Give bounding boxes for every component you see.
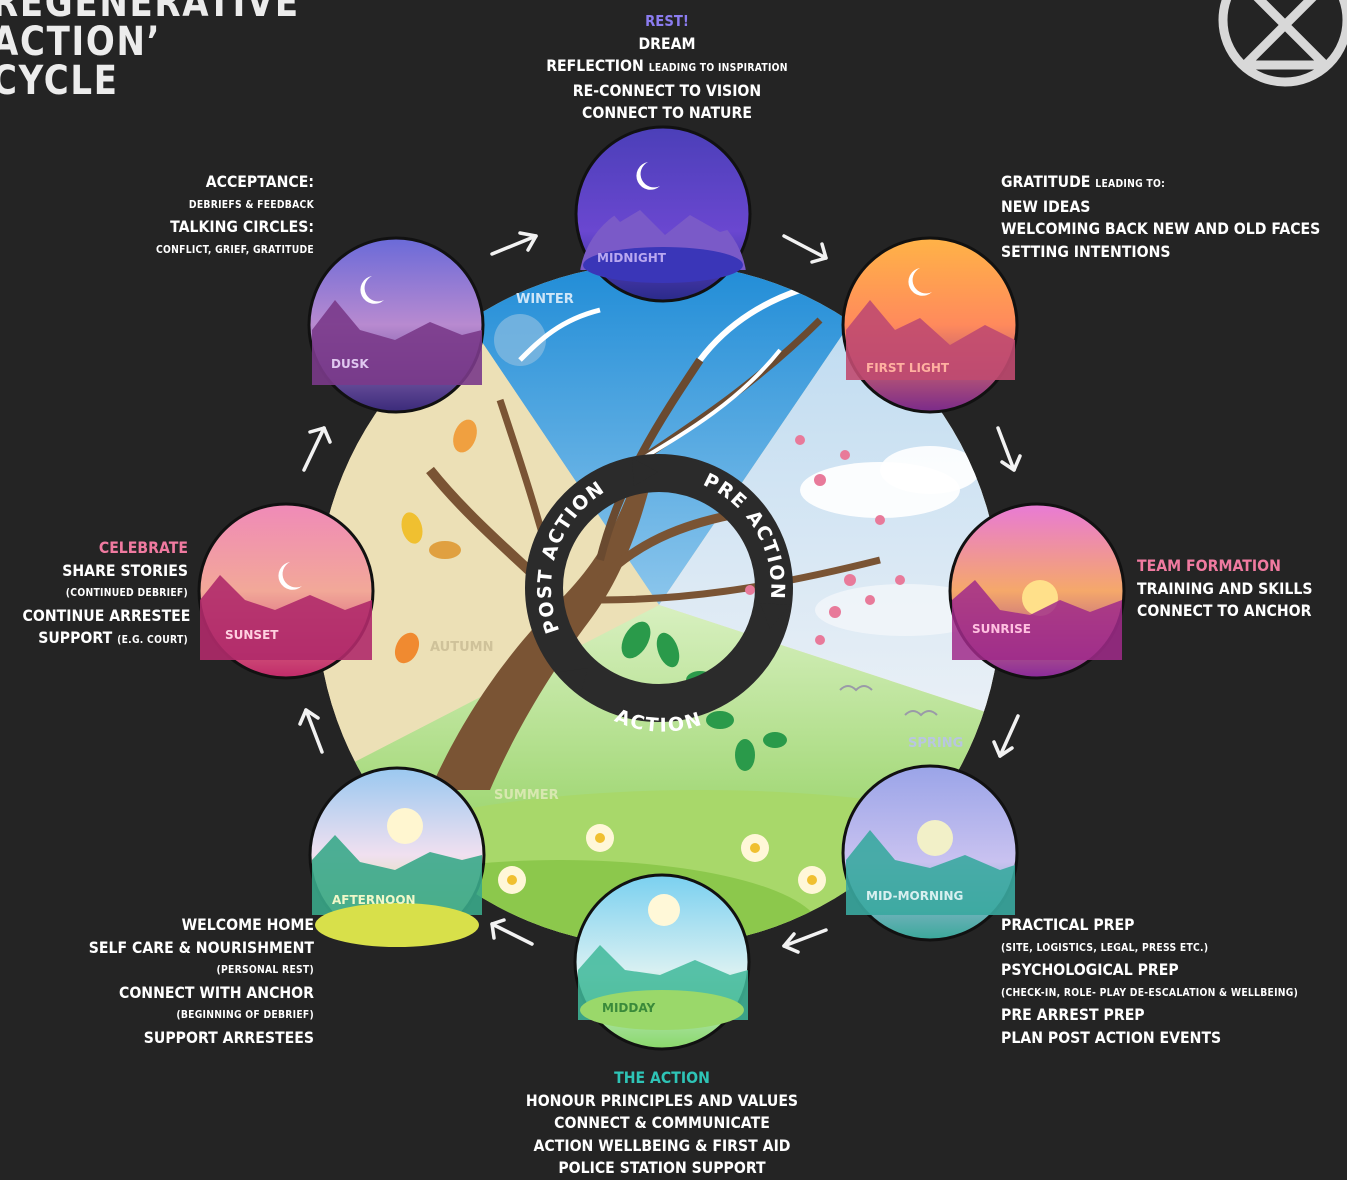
title-line-1: REGENERATIVE	[0, 0, 300, 26]
team-formation-block: TEAM FORMATION TRAINING AND SKILLS CONNE…	[1137, 555, 1322, 623]
phase-sunrise: SUNRISE	[948, 502, 1126, 680]
rest-block: REST! DREAM REFLECTION LEADING TO INSPIR…	[529, 10, 805, 125]
phase-sunset: SUNSET	[197, 502, 375, 680]
arrow-icon	[996, 426, 1022, 472]
prep-note: (CHECK-IN, ROLE- PLAY DE-ESCALATION & WE…	[1001, 986, 1299, 999]
phase-first-light: FIRST LIGHT	[841, 236, 1019, 414]
sun-icon	[648, 894, 680, 926]
phase-midnight: MIDNIGHT	[574, 125, 752, 303]
season-label-autumn: AUTUMN	[430, 640, 493, 655]
phase-label: SUNRISE	[972, 622, 1031, 636]
phase-label: MID-MORNING	[866, 889, 963, 903]
moon-icon	[636, 162, 660, 190]
prep-line: PSYCHOLOGICAL PREP	[1001, 960, 1179, 979]
sun-icon	[387, 808, 423, 844]
rest-line: REFLECTION LEADING TO INSPIRATION	[546, 56, 788, 75]
the-action-block: THE ACTION HONOUR PRINCIPLES AND VALUES …	[511, 1067, 814, 1180]
team-heading: TEAM FORMATION	[1137, 556, 1281, 575]
phase-dusk: DUSK	[307, 236, 485, 414]
celebrate-note: (CONTINUED DEBRIEF)	[65, 587, 188, 599]
title-line-2: ACTION’	[0, 19, 162, 65]
season-label-winter: WINTER	[516, 292, 574, 307]
rest-line: RE-CONNECT TO VISION	[572, 80, 762, 100]
arrow-icon	[298, 708, 324, 754]
acceptance-note: DEBRIEFS & FEEDBACK	[188, 198, 314, 211]
gratitude-line: NEW IDEAS	[1001, 196, 1091, 216]
prep-block: PRACTICAL PREP (SITE, LOGISTICS, LEGAL, …	[1001, 914, 1305, 1049]
rest-heading: REST!	[645, 12, 689, 30]
acceptance-block: ACCEPTANCE: DEBRIEFS & FEEDBACK TALKING …	[117, 171, 314, 261]
gratitude-block: GRATITUDE LEADING TO: NEW IDEAS WELCOMIN…	[1001, 171, 1321, 263]
action-line: HONOUR PRINCIPLES AND VALUES	[525, 1090, 799, 1110]
phase-label: MIDNIGHT	[597, 251, 667, 265]
phase-label: AFTERNOON	[332, 893, 416, 907]
moon-icon	[908, 268, 932, 296]
welcome-home-block: WELCOME HOME SELF CARE & NOURISHMENT (PE…	[68, 914, 314, 1049]
prep-line: PLAN POST ACTION EVENTS	[1001, 1027, 1222, 1047]
phase-label: SUNSET	[225, 628, 279, 642]
phase-mid-morning: MID-MORNING	[841, 764, 1019, 942]
celebrate-block: CELEBRATE SHARE STORIES (CONTINUED DEBRI…	[22, 537, 191, 652]
welcome-line: CONNECT WITH ANCHOR	[118, 982, 315, 1002]
prep-note: (SITE, LOGISTICS, LEGAL, PRESS ETC.)	[1001, 941, 1209, 954]
phase-label: FIRST LIGHT	[866, 361, 950, 375]
phase-afternoon: AFTERNOON	[308, 766, 486, 947]
action-line: ACTION WELLBEING & FIRST AID	[533, 1135, 791, 1155]
acceptance-line: TALKING CIRCLES:	[170, 217, 314, 236]
season-label-summer: SUMMER	[494, 788, 559, 803]
action-line: POLICE STATION SUPPORT	[558, 1158, 766, 1177]
acceptance-note: CONFLICT, GRIEF, GRATITUDE	[155, 243, 314, 256]
welcome-note: (BEGINNING OF DEBRIEF)	[176, 1009, 314, 1021]
cycle-arrows	[298, 231, 1022, 954]
welcome-note: (PERSONAL REST)	[216, 964, 314, 976]
moon-icon	[278, 562, 302, 590]
welcome-line: SELF CARE & NOURISHMENT	[88, 937, 314, 957]
phase-midday: MIDDAY	[573, 873, 751, 1051]
acceptance-line: ACCEPTANCE:	[205, 172, 314, 191]
team-line: TRAINING AND SKILLS	[1137, 578, 1313, 598]
rest-line: CONNECT TO NATURE	[582, 103, 752, 122]
diagram-title: REGENERATIVE ACTION’ CYCLE	[0, 0, 300, 101]
arrow-icon	[782, 234, 828, 264]
gratitude-line: WELCOMING BACK NEW AND OLD FACES	[1001, 219, 1321, 238]
welcome-line: WELCOME HOME	[181, 915, 314, 934]
arrow-icon	[992, 714, 1020, 758]
title-line-3: CYCLE	[0, 58, 119, 104]
phase-label: MIDDAY	[602, 1001, 655, 1015]
arrow-icon	[490, 231, 538, 256]
gratitude-line: GRATITUDE LEADING TO:	[1001, 172, 1166, 191]
arrow-icon	[302, 426, 332, 472]
celebrate-line: SHARE STORIES	[62, 560, 188, 580]
welcome-line: SUPPORT ARRESTEES	[143, 1027, 314, 1047]
action-heading: THE ACTION	[614, 1068, 710, 1087]
season-label-spring: SPRING	[908, 736, 963, 751]
sun-icon	[917, 820, 953, 856]
gratitude-line: SETTING INTENTIONS	[1001, 241, 1171, 261]
arrow-icon	[490, 918, 534, 946]
phase-label: DUSK	[331, 357, 369, 371]
celebrate-heading: CELEBRATE	[98, 538, 188, 557]
action-line: CONNECT & COMMUNICATE	[554, 1113, 770, 1132]
prep-line: PRACTICAL PREP	[1001, 915, 1135, 934]
team-line: CONNECT TO ANCHOR	[1137, 601, 1312, 620]
extinction-symbol-icon	[1218, 0, 1347, 87]
celebrate-line: CONTINUE ARRESTEE	[22, 605, 191, 625]
arrow-icon	[782, 928, 828, 954]
celebrate-line: SUPPORT (E.G. COURT)	[38, 628, 188, 647]
rest-line: DREAM	[638, 33, 696, 53]
moon-icon	[360, 276, 384, 304]
prep-line: PRE ARREST PREP	[1001, 1005, 1145, 1024]
